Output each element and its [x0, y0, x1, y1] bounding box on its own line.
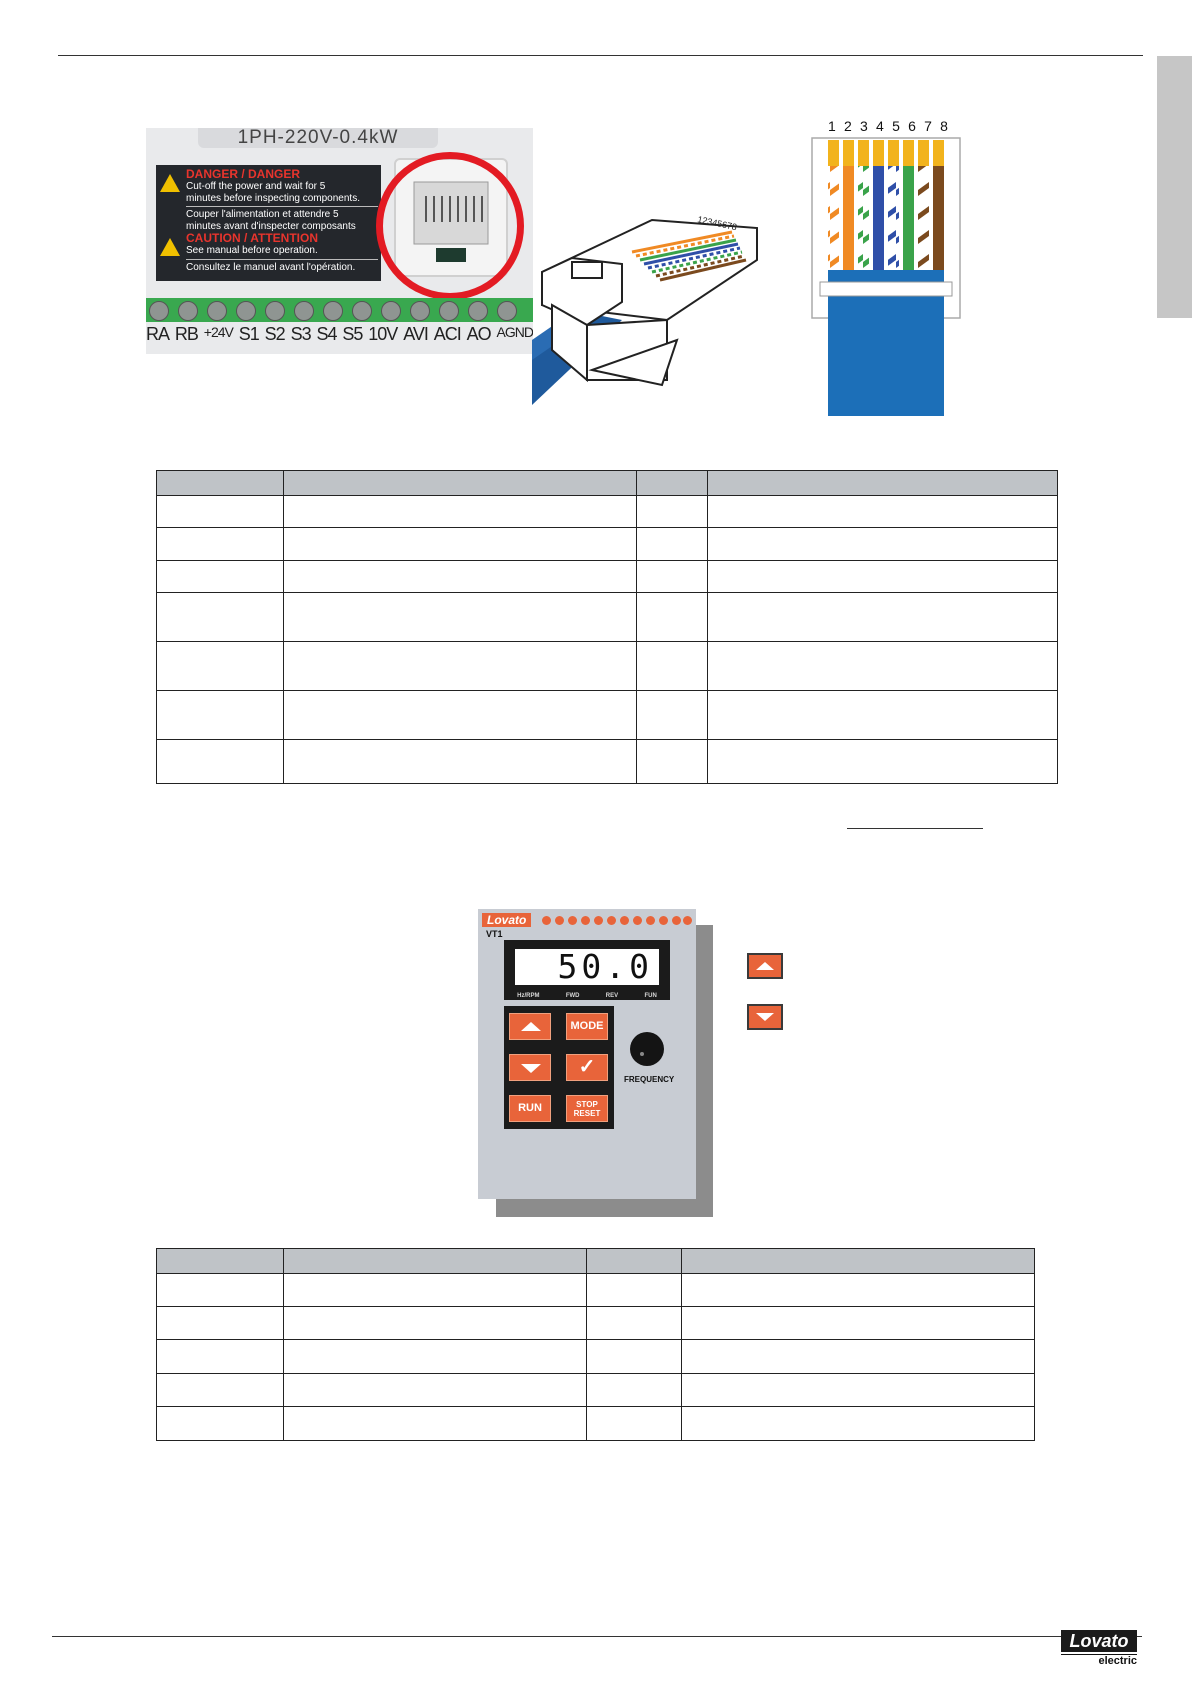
frequency-knob[interactable]: [630, 1032, 664, 1066]
pin-number: 7: [924, 118, 932, 134]
pin-number: 3: [860, 118, 868, 134]
caution-icon: [160, 238, 180, 256]
up-button[interactable]: [509, 1013, 551, 1040]
keypad-keys: MODE ✓ RUN STOP RESET: [504, 1006, 614, 1129]
legend-fwd: FWD: [565, 993, 580, 999]
pin-number: 4: [876, 118, 884, 134]
terminal-label: S2: [264, 324, 286, 344]
mode-button[interactable]: MODE: [566, 1013, 608, 1040]
connection-table: [156, 470, 1058, 784]
drive-terminal-photo: 1PH-220V-0.4kW DANGER / DANGER Cut-off t…: [146, 128, 533, 354]
legend-rev: REV: [605, 993, 619, 999]
keypad-brand-logo: Lovato: [482, 913, 532, 927]
terminal-label: ACI: [433, 324, 462, 344]
terminal-label: S1: [238, 324, 260, 344]
table-row: [156, 592, 1058, 642]
pin-number: 2: [844, 118, 852, 134]
table-header-row: [156, 470, 1058, 496]
danger-title: DANGER / DANGER: [186, 167, 301, 181]
pin-number-row: 1 2 3 4 5 6 7 8: [828, 118, 948, 134]
header-rule: [58, 55, 1143, 56]
pin-number: 6: [908, 118, 916, 134]
terminal-label: RA: [146, 324, 170, 344]
stop-reset-button[interactable]: STOP RESET: [566, 1095, 608, 1122]
reset-label: RESET: [573, 1109, 601, 1118]
danger-fr-text-1: Couper l'alimentation et attendre 5: [186, 209, 339, 220]
terminal-labels: RA RB +24V S1 S2 S3 S4 S5 10V AVI ACI AO…: [146, 324, 533, 350]
arrow-up-icon: [521, 1022, 541, 1031]
stop-label: STOP: [576, 1100, 598, 1109]
knob-indicator: [640, 1052, 644, 1056]
table-row: [156, 1373, 1035, 1407]
arrow-down-icon: [521, 1064, 541, 1073]
warning-icon: [160, 174, 180, 192]
highlight-circle: [376, 152, 524, 300]
enter-button[interactable]: ✓: [566, 1054, 608, 1081]
wiring-drawing: [811, 137, 961, 416]
keypad-table: [156, 1248, 1035, 1441]
terminal-label: +24V: [203, 324, 234, 340]
pin-number: 5: [892, 118, 900, 134]
terminal-label: RB: [174, 324, 199, 344]
display-legend: Hz/RPM FWD REV FUN: [504, 993, 670, 999]
keypad-model: VT1: [486, 929, 503, 939]
lovato-logo: Lovato: [1061, 1630, 1137, 1652]
terminal-label: 10V: [368, 324, 398, 344]
terminal-label: S5: [342, 324, 363, 344]
caution-fr-text: Consultez le manuel avant l'opération.: [186, 261, 356, 273]
rj45-plug-drawing: 12345678: [532, 214, 758, 405]
section-side-tab: [1157, 56, 1192, 318]
terminal-label: AGND: [496, 324, 533, 340]
run-button[interactable]: RUN: [509, 1095, 551, 1122]
keypad-panel: Lovato VT1 50.0 Hz/RPM FWD REV FUN MODE …: [478, 909, 696, 1199]
model-plate: 1PH-220V-0.4kW: [198, 128, 438, 148]
table-row: [156, 1273, 1035, 1307]
display-value: 50.0: [515, 949, 659, 985]
lcd-display: 50.0 Hz/RPM FWD REV FUN: [504, 940, 670, 1000]
arrow-down-icon: [756, 1013, 774, 1021]
pin-number: 8: [940, 118, 948, 134]
arrow-up-icon: [756, 962, 774, 970]
terminal-label: AVI: [403, 324, 429, 344]
warning-label: DANGER / DANGER Cut-off the power and wa…: [156, 165, 381, 281]
up-key-symbol: [747, 953, 783, 979]
danger-text-1: Cut-off the power and wait for 5: [186, 181, 326, 192]
table-row: [156, 495, 1058, 528]
down-key-symbol: [747, 1004, 783, 1030]
footer-rule: [52, 1636, 1142, 1637]
down-button[interactable]: [509, 1054, 551, 1081]
table-row: [156, 1406, 1035, 1441]
table-row: [156, 641, 1058, 691]
caution-title: CAUTION / ATTENTION: [186, 231, 318, 245]
legend-fun: FUN: [644, 993, 657, 999]
terminal-strip: [146, 298, 533, 322]
rj45-wiring-diagram: 1 2 3 4 5 6 7 8: [808, 118, 964, 418]
table-row: [156, 739, 1058, 784]
table-header-row: [156, 1248, 1035, 1274]
terminal-label: AO: [466, 324, 492, 344]
danger-fr-text-2: minutes avant d'inspecter composants: [186, 220, 356, 232]
table-row: [156, 690, 1058, 740]
caution-text: See manual before operation.: [186, 245, 318, 256]
frequency-label: FREQUENCY: [624, 1075, 675, 1084]
danger-text-2: minutes before inspecting components.: [186, 192, 360, 204]
legend-hz-rpm: Hz/RPM: [517, 993, 540, 999]
terminal-label: S4: [316, 324, 337, 344]
terminal-label: S3: [290, 324, 312, 344]
lovato-logo-sub: electric: [1061, 1654, 1137, 1667]
label-divider: [186, 206, 378, 207]
label-divider-2: [186, 258, 378, 260]
table-row: [156, 560, 1058, 593]
table-row: [156, 527, 1058, 561]
table-row: [156, 1339, 1035, 1374]
underline-link[interactable]: [847, 828, 983, 829]
pin-number: 1: [828, 118, 836, 134]
table-row: [156, 1306, 1035, 1340]
